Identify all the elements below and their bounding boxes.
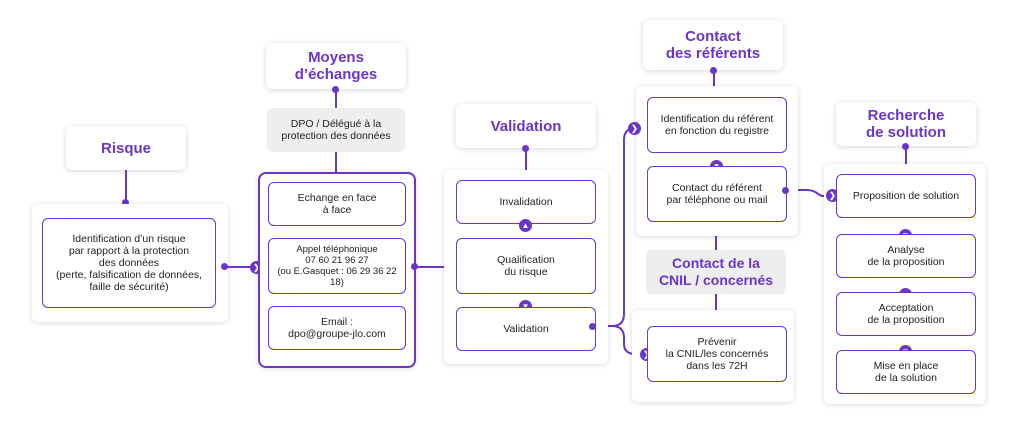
connector-dot bbox=[782, 187, 789, 194]
invalidation-card: Invalidation bbox=[456, 180, 596, 224]
contact-card: Contact du référent par téléphone ou mai… bbox=[647, 166, 787, 222]
risque-card: Identification d’un risque par rapport à… bbox=[42, 218, 216, 308]
phone-card: Appel téléphonique 07 60 21 96 27 (ou E.… bbox=[268, 238, 406, 294]
email-card: Email : dpo@groupe-jlo.com bbox=[268, 306, 406, 350]
dpo-box: DPO / Délégué à la protection des donnée… bbox=[267, 108, 405, 152]
analyse-card: Analyse de la proposition bbox=[836, 234, 976, 278]
face-card: Echange en face à face bbox=[268, 182, 406, 226]
qualification-card: Qualification du risque bbox=[456, 238, 596, 294]
cnil-title: Contact de la CNIL / concernés bbox=[646, 250, 786, 294]
moyens-title: Moyens d’échanges bbox=[266, 43, 406, 89]
connector-dot bbox=[332, 86, 339, 93]
miseenplace-card: Mise en place de la solution bbox=[836, 350, 976, 394]
connector-line bbox=[125, 170, 127, 202]
connector-line bbox=[905, 146, 907, 164]
connector-line bbox=[715, 294, 717, 310]
chevron-right-icon: ❯ bbox=[628, 122, 641, 135]
chevron-up-icon: ▲ bbox=[519, 219, 532, 232]
proposition-card: Proposition de solution bbox=[836, 174, 976, 218]
validation-card: Validation bbox=[456, 307, 596, 351]
connector-line bbox=[713, 70, 715, 86]
connector-line bbox=[335, 89, 337, 109]
chevron-right-icon: ❯ bbox=[826, 189, 839, 202]
validation-title: Validation bbox=[456, 104, 596, 148]
connector-line bbox=[335, 152, 337, 172]
connector-dot bbox=[221, 263, 228, 270]
recherche-title: Recherche de solution bbox=[836, 102, 976, 146]
contact-title: Contact des référents bbox=[643, 20, 783, 70]
connector-line bbox=[525, 148, 527, 170]
acceptation-card: Acceptation de la proposition bbox=[836, 292, 976, 336]
connector-line bbox=[715, 236, 717, 250]
connector-dot bbox=[522, 145, 529, 152]
connector-dot bbox=[411, 263, 418, 270]
connector-dot bbox=[122, 199, 129, 206]
connector-dot bbox=[589, 323, 596, 330]
ident-card: Identification du référent en fonction d… bbox=[647, 97, 787, 153]
connector-line bbox=[224, 266, 254, 268]
risque-title: Risque bbox=[66, 126, 186, 170]
connector-line bbox=[414, 266, 454, 268]
prevenir-card: Prévenir la CNIL/les concernés dans les … bbox=[647, 326, 787, 382]
connector-dot bbox=[902, 143, 909, 150]
connector-dot bbox=[710, 67, 717, 74]
